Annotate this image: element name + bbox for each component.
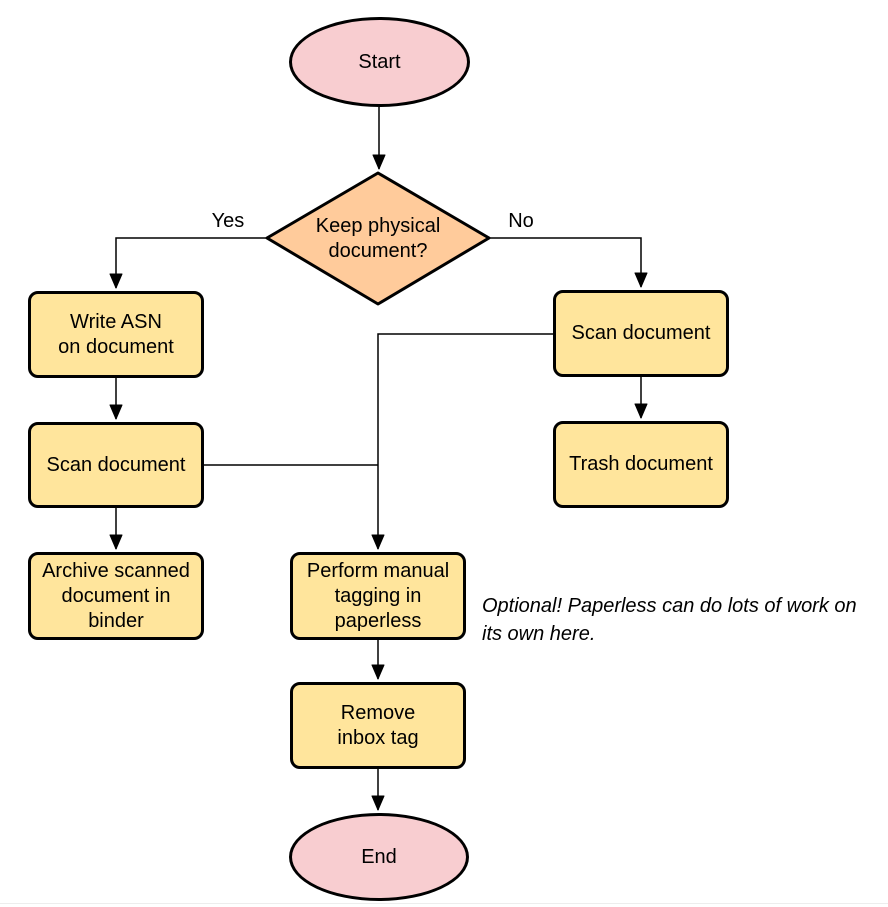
node-label: Remove inbox tag [337,701,419,749]
node-label: Perform manual tagging in paperless [306,559,450,632]
annotation-optional-note: Optional! Paperless can do lots of work … [482,595,857,645]
node-label: Scan document [46,453,186,476]
edge-label-yes: Yes [211,210,245,232]
flowchart-node-decision-label: Keep physical document? [315,214,441,262]
flowchart-node-scan-document-right: Scan document [553,290,729,377]
flowchart-node-remove-inbox-tag: Remove inbox tag [290,682,466,769]
node-label: Archive scanned document in binder [42,559,190,632]
flowchart-node-manual-tagging: Perform manual tagging in paperless [290,552,466,640]
edge-decision-no [490,237,648,288]
node-label: End [361,845,397,868]
flowchart-node-start: Start [289,17,470,107]
edge-decision-yes [109,237,266,289]
decision-diamond-shape [265,171,491,306]
flowchart-node-trash-document: Trash document [553,421,729,508]
node-label: Write ASN on document [58,310,174,358]
flowchart-node-write-asn: Write ASN on document [28,291,204,378]
edge-scanright-to-tagging [371,333,553,550]
flowchart-node-archive-in-binder: Archive scanned document in binder [28,552,204,640]
flowchart-node-scan-document-left: Scan document [28,422,204,508]
node-label: Start [358,50,401,73]
page-bottom-divider [0,903,888,904]
edge-label-no: No [508,210,534,232]
flowchart-node-end: End [289,813,469,901]
node-label: Trash document [569,453,713,475]
node-label: Scan document [571,322,711,344]
